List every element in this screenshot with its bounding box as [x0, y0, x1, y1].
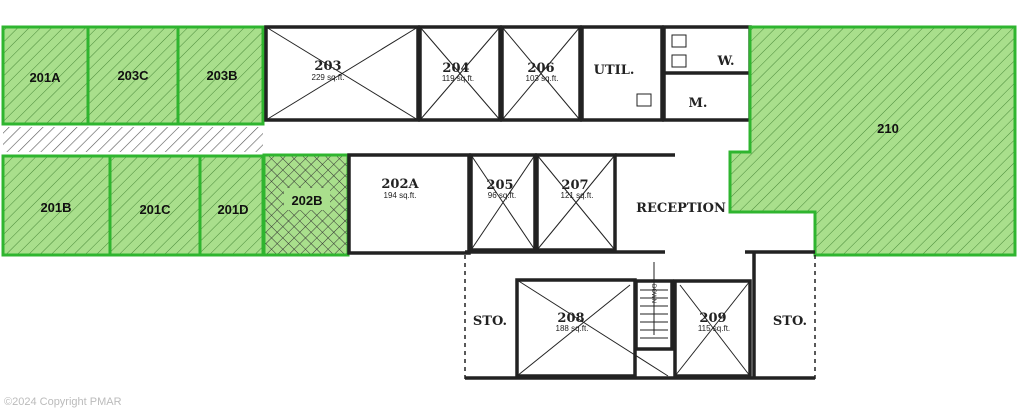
svg-text:202A: 202A — [381, 177, 419, 192]
svg-text:96 sq.ft.: 96 sq.ft. — [488, 191, 516, 200]
room-201d[interactable]: 201D — [198, 154, 265, 257]
room-202b[interactable]: 202B — [262, 153, 350, 257]
svg-text:207: 207 — [561, 178, 588, 193]
svg-text:209: 209 — [699, 311, 726, 326]
svg-text:DOWN: DOWN — [650, 284, 656, 303]
svg-text:201C: 201C — [139, 202, 171, 217]
corridor-hatch — [3, 127, 263, 152]
svg-text:202B: 202B — [291, 193, 322, 208]
svg-text:229 sq.ft.: 229 sq.ft. — [312, 73, 345, 82]
svg-text:201A: 201A — [29, 70, 61, 85]
svg-text:203B: 203B — [206, 68, 237, 83]
room-201b[interactable]: 201B — [1, 154, 112, 257]
utility-room[interactable]: UTIL. — [580, 25, 664, 122]
svg-text:W.: W. — [716, 54, 734, 69]
svg-text:119 sq.ft.: 119 sq.ft. — [442, 74, 474, 83]
storage-left: STO. — [473, 314, 507, 329]
svg-text:201D: 201D — [217, 202, 248, 217]
restrooms[interactable]: W. M. — [636, 25, 752, 122]
room-201a[interactable]: 201A — [1, 25, 90, 126]
svg-text:194 sq.ft.: 194 sq.ft. — [384, 191, 417, 200]
svg-text:205: 205 — [486, 178, 513, 193]
room-203c[interactable]: 203C — [86, 25, 180, 126]
svg-text:188 sq.ft.: 188 sq.ft. — [556, 324, 589, 333]
svg-text:210: 210 — [877, 121, 899, 136]
svg-text:206: 206 — [527, 61, 554, 76]
svg-text:201B: 201B — [40, 200, 71, 215]
svg-text:204: 204 — [442, 61, 469, 76]
stairs[interactable]: DOWN — [634, 262, 674, 351]
svg-text:121 sq.ft.: 121 sq.ft. — [561, 191, 594, 200]
svg-text:103 sq.ft.: 103 sq.ft. — [526, 74, 559, 83]
svg-text:203C: 203C — [117, 68, 149, 83]
svg-text:UTIL.: UTIL. — [594, 63, 635, 78]
reception-label: RECEPTION — [636, 201, 726, 216]
room-210[interactable]: 210 — [728, 25, 1017, 257]
copyright-watermark: ©2024 Copyright PMAR — [4, 396, 122, 408]
svg-text:208: 208 — [557, 311, 584, 326]
room-201c[interactable]: 201C — [108, 154, 202, 257]
svg-text:115 sq.ft.: 115 sq.ft. — [698, 324, 730, 333]
svg-text:M.: M. — [689, 96, 708, 111]
storage-right: STO. — [773, 314, 807, 329]
svg-text:203: 203 — [314, 59, 341, 74]
room-203b[interactable]: 203B — [176, 25, 265, 126]
